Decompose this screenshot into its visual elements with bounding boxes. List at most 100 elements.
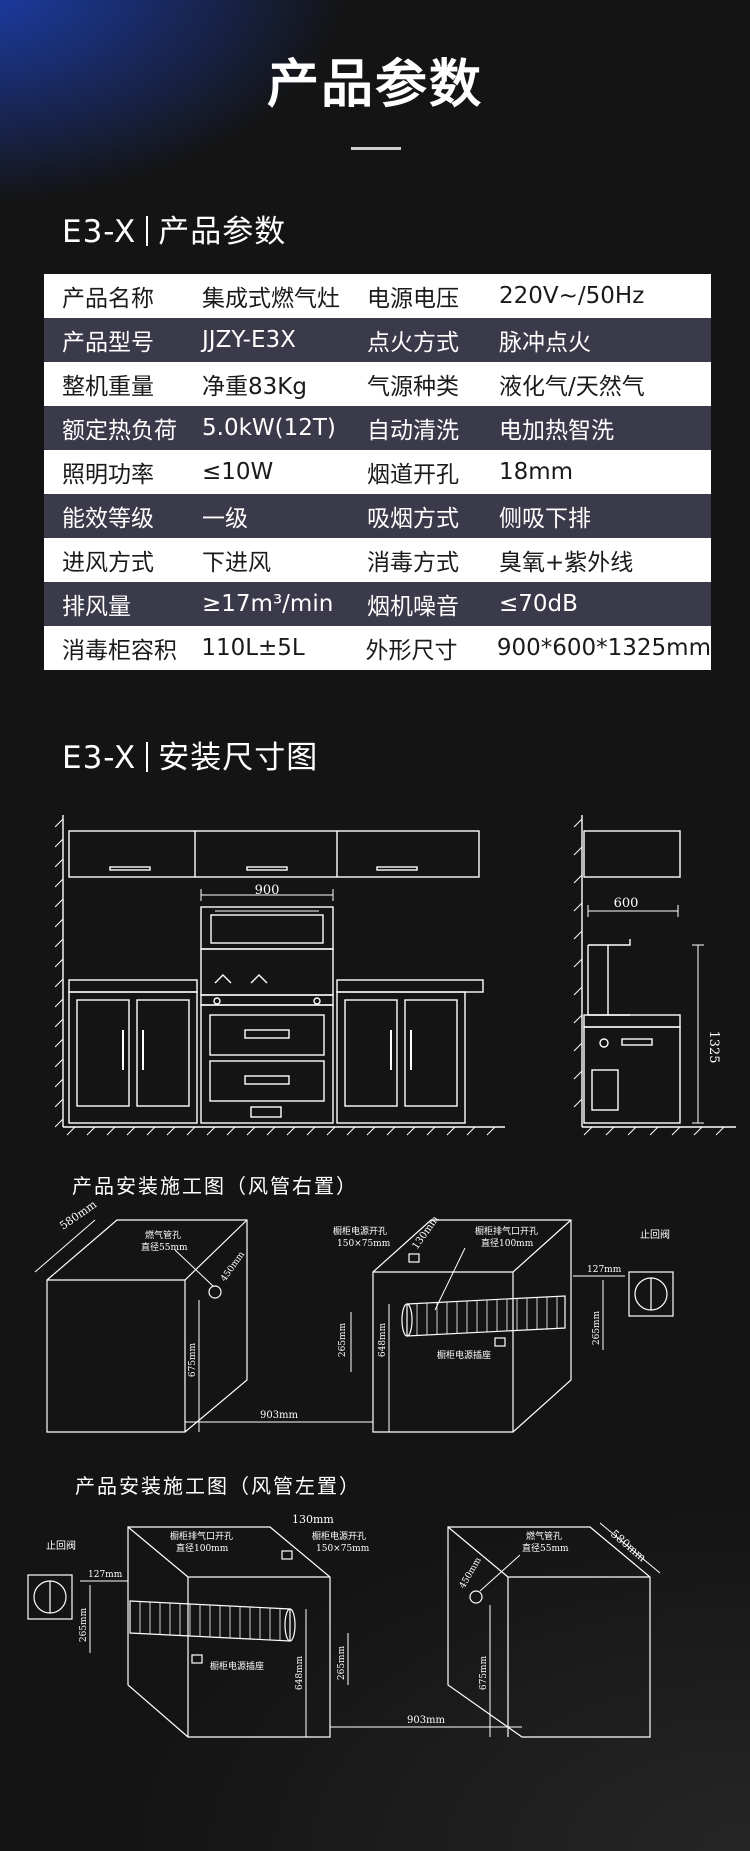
spec-value: 电加热智洗	[499, 418, 614, 444]
spec-label: 进风方式	[62, 550, 154, 576]
left-base-cabinet	[68, 991, 198, 1124]
check-valve-label: 止回阀	[640, 1228, 670, 1241]
spec-row: 产品型号 JJZY-E3X 点火方式 脉冲点火	[44, 318, 711, 362]
right-counter	[336, 979, 484, 993]
gas-hole-marker	[469, 1590, 483, 1604]
spec-value: ≥17m³/min	[202, 591, 334, 617]
spec-value: 脉冲点火	[499, 330, 591, 356]
heading-separator	[146, 742, 149, 772]
stove-body	[200, 1004, 334, 1124]
spec-value: 110L±5L	[201, 635, 305, 661]
dim-130: 130mm	[410, 1214, 441, 1252]
spec-label: 能效等级	[62, 506, 154, 532]
socket-label: 橱柜电源插座	[210, 1660, 264, 1672]
exhaust-hole-label: 橱柜排气口开孔	[170, 1530, 233, 1542]
dim-675: 675mm	[479, 1655, 489, 1690]
spec-label: 整机重量	[62, 374, 154, 400]
dim-903: 903mm	[260, 1410, 299, 1421]
spec-value: ≤70dB	[499, 591, 578, 617]
upper-cabinets	[68, 830, 480, 878]
spec-value: 一级	[202, 506, 248, 532]
spec-label: 电源电压	[367, 286, 459, 312]
spec-row: 额定热负荷 5.0kW(12T) 自动清洗 电加热智洗	[44, 406, 711, 450]
height-label: 1325	[706, 1030, 721, 1063]
socket-label: 橱柜电源插座	[437, 1349, 491, 1361]
side-upper-cabinet	[583, 830, 681, 878]
heading-separator	[146, 216, 149, 246]
left-counter	[68, 979, 198, 993]
spec-value: 5.0kW(12T)	[202, 415, 336, 441]
spec-value: 下进风	[202, 550, 271, 576]
spec-label: 额定热负荷	[62, 418, 177, 444]
dim-265a: 265mm	[79, 1607, 89, 1642]
dim-580: 580mm	[57, 1200, 99, 1232]
dim-265a: 265mm	[338, 1322, 348, 1357]
exhaust-dia-label: 直径100mm	[481, 1237, 534, 1249]
gas-hole-marker	[208, 1285, 222, 1299]
spec-label: 消毒方式	[367, 550, 459, 576]
dim-675: 675mm	[188, 1342, 198, 1377]
check-valve	[628, 1271, 674, 1317]
page-title: 产品参数	[266, 55, 483, 115]
wall-hatching	[55, 818, 64, 1128]
spec-label: 点火方式	[367, 330, 459, 356]
spec-value: 900*600*1325mm	[496, 635, 711, 661]
spec-label: 自动清洗	[367, 418, 459, 444]
exhaust-hole-label: 橱柜排气口开孔	[475, 1225, 538, 1237]
power-hole-label: 橱柜电源开孔	[333, 1225, 387, 1237]
spec-row: 能效等级一级吸烟方式侧吸下排	[44, 494, 711, 538]
dim-450: 450mm	[458, 1555, 484, 1590]
dim-450: 450mm	[219, 1250, 247, 1284]
title-divider	[351, 147, 401, 150]
floor-hatching	[66, 1126, 496, 1136]
spec-label: 排风量	[62, 594, 131, 620]
spec-label: 外形尺寸	[365, 638, 458, 664]
power-hole-label: 橱柜电源开孔	[312, 1530, 366, 1542]
dim-903: 903mm	[407, 1715, 446, 1726]
right-base-cabinet	[336, 991, 466, 1124]
section-model: E3-X	[62, 740, 137, 776]
dim-265b: 265mm	[592, 1310, 602, 1345]
depth-label: 600	[614, 896, 639, 911]
width-label: 900	[255, 883, 280, 898]
spec-label: 气源种类	[367, 374, 459, 400]
gas-dia-label: 直径55mm	[522, 1542, 569, 1554]
spec-value: 臭氧+紫外线	[499, 550, 634, 576]
spec-value: 18mm	[499, 459, 574, 485]
check-valve-label: 止回阀	[46, 1539, 76, 1552]
left-cabinet-box	[46, 1219, 248, 1433]
spec-row: 进风方式 下进风 消毒方式 臭氧+紫外线	[44, 538, 711, 582]
spec-label: 烟道开孔	[367, 462, 459, 488]
right-cabinet-box	[447, 1526, 651, 1738]
power-hole-marker	[408, 1253, 420, 1263]
spec-label: 产品型号	[62, 330, 154, 356]
spec-label: 照明功率	[62, 462, 154, 488]
section-label: 安装尺寸图	[158, 740, 319, 776]
spec-value: 净重83Kg	[202, 374, 307, 400]
side-base-cabinet	[583, 1026, 681, 1124]
left-duct-drawing: 止回阀 127mm 265mm 130mm 橱柜排气口开孔 直径100mm 橱柜…	[27, 1513, 661, 1738]
dim-265b: 265mm	[337, 1645, 347, 1680]
dim-130: 130mm	[292, 1513, 334, 1526]
left-cabinet-box	[127, 1526, 331, 1738]
spec-value: JJZY-E3X	[202, 327, 296, 353]
check-valve	[27, 1574, 73, 1620]
section-label: 产品参数	[158, 214, 287, 250]
dim-127: 127mm	[587, 1265, 622, 1275]
side-view-drawing: 600 1325	[573, 815, 736, 1136]
socket-marker	[191, 1654, 203, 1664]
spec-value: 液化气/天然气	[499, 374, 645, 400]
dim-127: 127mm	[88, 1570, 123, 1580]
gas-hole-label: 燃气管孔	[145, 1229, 181, 1241]
spec-value: 220V~/50Hz	[499, 283, 645, 309]
front-view-drawing: 900	[55, 815, 505, 1136]
spec-label: 吸烟方式	[367, 506, 459, 532]
dim-648: 648mm	[295, 1655, 305, 1690]
flex-duct	[406, 1295, 566, 1337]
dim-648: 648mm	[378, 1322, 388, 1357]
